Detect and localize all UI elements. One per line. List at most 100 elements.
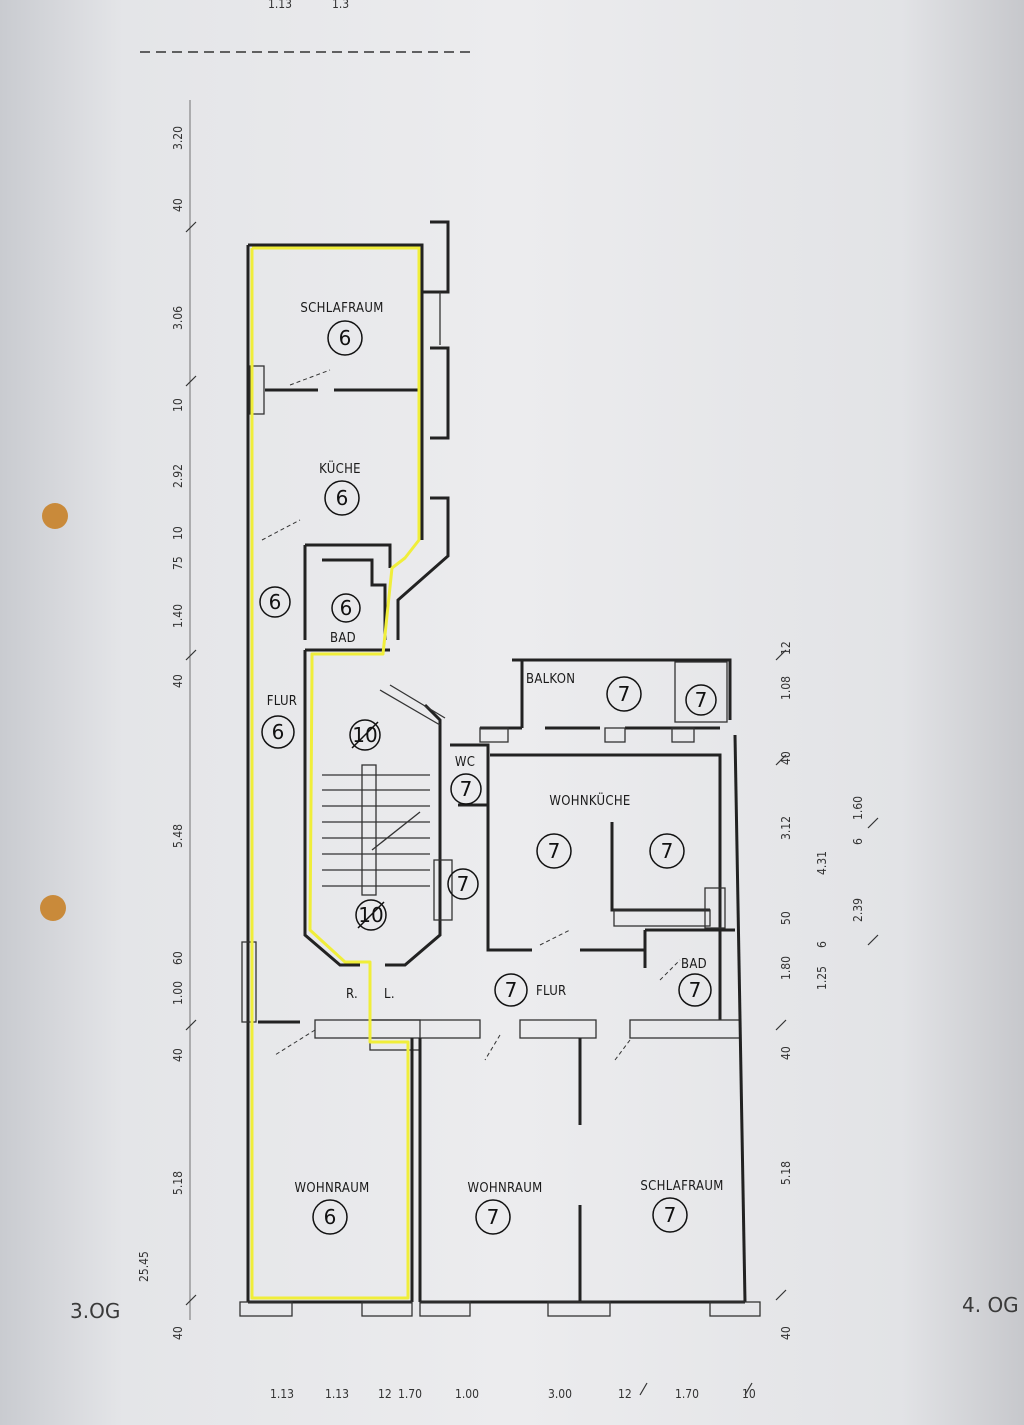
staircase: [322, 684, 446, 896]
room-kueche-6: KÜCHE 6: [319, 460, 361, 516]
dim-label: 3.12: [779, 816, 793, 840]
room-number: 7: [548, 839, 561, 863]
room-label: WOHNRAUM: [295, 1181, 370, 1196]
room-bad-7: BAD 7: [678, 957, 712, 1007]
dim-label: 3.00: [548, 1387, 572, 1401]
room-balkon-7: BALKON 7: [526, 672, 642, 712]
room-schlafraum-6: SCHLAFRAUM 6: [300, 301, 383, 356]
room-label: WOHNKÜCHE: [549, 792, 630, 809]
dim-label: 3.20: [171, 126, 185, 150]
dim-label: 1.3: [332, 0, 349, 11]
room-number: 7: [661, 839, 674, 863]
dim-label: 12: [779, 641, 793, 655]
dim-label: 1.00: [455, 1387, 479, 1401]
room-number: 7: [505, 978, 518, 1002]
room-number: 6: [272, 720, 285, 744]
dim-label: 1.40: [171, 604, 185, 628]
dim-label: 5.18: [171, 1171, 185, 1195]
dim-label: 1.13: [270, 1387, 294, 1401]
room-number: 7: [664, 1203, 677, 1227]
room-number: 6: [336, 486, 349, 510]
door-swings: [261, 369, 681, 1061]
room-store-6: 6: [259, 586, 291, 618]
dims-left: 3.20 40 3.06 10 2.92 10 75 1.40 40 5.48 …: [137, 126, 185, 1340]
dim-label: 1.08: [779, 676, 793, 700]
landing-r-label: R.: [346, 987, 358, 1002]
dims-right: 12 1.08 40 3.12 1.60 4.31 6 50 2.39 1.25…: [779, 641, 865, 1340]
room-label: KÜCHE: [319, 460, 361, 477]
dim-label: 1.13: [325, 1387, 349, 1401]
walls-apartment-7: [418, 658, 761, 1317]
room-number: 7: [457, 872, 470, 896]
dim-label: 1.70: [398, 1387, 422, 1401]
room-wohnkueche-7: WOHNKÜCHE 7 7: [536, 792, 685, 869]
room-number: 7: [460, 777, 473, 801]
dim-label: 40: [779, 1046, 793, 1060]
room-label: BALKON: [526, 672, 575, 687]
dim-label: 1.80: [779, 956, 793, 980]
room-flur-6: FLUR 6: [261, 694, 297, 749]
dim-label: 4.31: [815, 851, 829, 875]
room-label: WC: [455, 755, 475, 770]
room-label: FLUR: [536, 984, 566, 999]
dim-label: 40: [779, 1326, 793, 1340]
dim-label: 40: [171, 1326, 185, 1340]
dim-label: 1.13: [268, 0, 292, 11]
dim-label: 1.00: [171, 981, 185, 1005]
dim-label: 3.06: [171, 306, 185, 330]
dim-label: 25.45: [137, 1251, 151, 1282]
room-number: 7: [487, 1205, 500, 1229]
room-label: WOHNRAUM: [468, 1181, 543, 1196]
dims-top: 1.13 1.3: [268, 0, 349, 11]
dim-label: 12: [618, 1387, 632, 1401]
room-label: FLUR: [267, 694, 297, 709]
room-number: 6: [340, 596, 353, 620]
dimension-ticks: [185, 221, 879, 1396]
dim-label: 12: [378, 1387, 392, 1401]
room-label: SCHLAFRAUM: [640, 1179, 723, 1194]
dim-label: 2.92: [171, 464, 185, 488]
room-label: BAD: [681, 957, 707, 972]
dim-label: 60: [171, 951, 185, 965]
punch-hole-top: [42, 503, 68, 529]
room-label: SCHLAFRAUM: [300, 301, 383, 316]
room-number: 6: [269, 590, 282, 614]
dim-label: 1.60: [851, 796, 865, 820]
sheet-label-left: 3.OG: [70, 1299, 120, 1323]
dim-label: 6: [815, 941, 829, 948]
landing-l-label: L.: [384, 987, 395, 1002]
sheet-label-right: 4. OG: [962, 1293, 1019, 1317]
dim-label: 6: [851, 838, 865, 845]
dim-label: 10: [171, 526, 185, 540]
dim-label: 5.48: [171, 824, 185, 848]
dims-bottom: 1.13 1.13 12 1.70 1.00 3.00 12 1.70 10: [270, 1387, 756, 1401]
room-balkon-corner-7: 7: [685, 684, 717, 716]
room-number: 7: [618, 682, 631, 706]
dim-label: 1.70: [675, 1387, 699, 1401]
room-number: 6: [324, 1205, 337, 1229]
room-number: 7: [689, 978, 702, 1002]
walls-apartment-6: [239, 220, 481, 1317]
dim-label: 40: [171, 198, 185, 212]
dim-label: 10: [742, 1387, 756, 1401]
highlight-outline: [250, 246, 421, 1300]
room-wc-7: WC 7: [450, 755, 482, 805]
room-number: 7: [695, 688, 708, 712]
dim-label: 40: [171, 674, 185, 688]
room-wc-lower-7: 7: [447, 868, 479, 900]
dim-label: 40: [779, 751, 793, 765]
stair-number-lower: 10: [358, 903, 383, 927]
stair-number-upper: 10: [352, 723, 377, 747]
room-number: 6: [339, 326, 352, 350]
dim-label: 50: [779, 911, 793, 925]
dim-label: 75: [171, 556, 185, 570]
room-schlafraum-7: SCHLAFRAUM 7: [640, 1179, 723, 1233]
dim-label: 5.18: [779, 1161, 793, 1185]
room-wohnraum-7: WOHNRAUM 7: [468, 1181, 543, 1235]
dim-label: 10: [171, 398, 185, 412]
room-flur-7: 7 FLUR: [494, 973, 566, 1007]
punch-hole-bottom: [40, 895, 66, 921]
dim-label: 2.39: [851, 898, 865, 922]
